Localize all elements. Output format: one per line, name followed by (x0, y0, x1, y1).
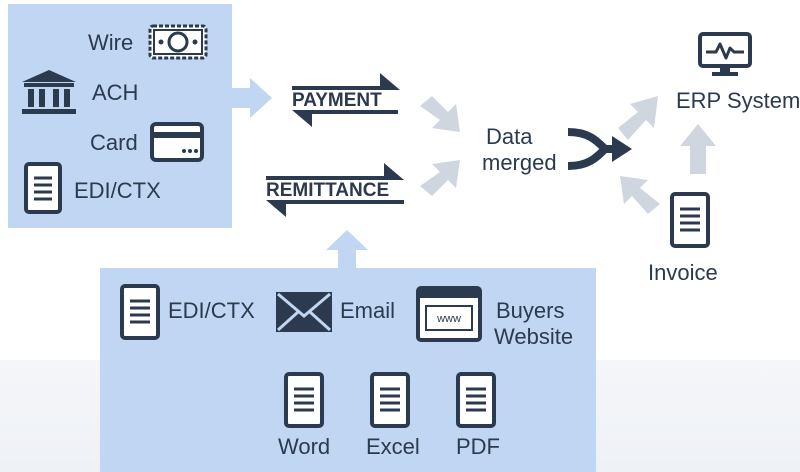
cash-icon (148, 24, 208, 60)
remittance-edi-ctx-label: EDI/CTX (168, 298, 255, 323)
data-merged-line2: merged (482, 150, 557, 175)
browser-icon: www (416, 286, 482, 342)
ach-label: ACH (92, 80, 139, 105)
payment-to-merge-arrow (420, 96, 460, 132)
word-label: Word (278, 434, 331, 459)
document-icon (24, 162, 62, 214)
payment-label: PAYMENT (292, 90, 382, 111)
invoice-label: Invoice (648, 260, 718, 285)
word-document-icon (284, 372, 324, 428)
bank-icon (22, 70, 76, 114)
panel-to-payment-arrow (232, 78, 272, 118)
monitor-icon (698, 32, 752, 76)
envelope-icon (276, 292, 332, 332)
invoice-document-icon (670, 192, 710, 248)
pdf-label: PDF (456, 434, 500, 459)
email-label: Email (340, 298, 396, 323)
invoice-to-merge-arrow (620, 176, 660, 214)
pdf-document-icon (456, 372, 496, 428)
website-label: Website (494, 324, 574, 349)
merge-arrowhead (612, 136, 632, 162)
buyers-label: Buyers (496, 298, 565, 323)
remittance-label: REMITTANCE (266, 180, 390, 201)
remittance-sources-panel (100, 268, 596, 472)
card-label: Card (90, 130, 138, 155)
edi-ctx-label: EDI/CTX (74, 178, 161, 203)
panel-to-remittance-arrow (326, 230, 368, 268)
data-merged-line1: Data (486, 124, 533, 149)
merge-to-erp-arrow (618, 96, 658, 140)
invoice-to-erp-arrow (680, 124, 716, 174)
excel-document-icon (370, 372, 410, 428)
www-text: www (436, 313, 461, 325)
payment-exchange-arrows (292, 73, 400, 127)
remittance-exchange-arrows (266, 163, 404, 217)
wire-label: Wire (88, 30, 134, 55)
erp-system-label: ERP System (676, 88, 800, 113)
credit-card-icon (150, 122, 204, 162)
remittance-to-merge-arrow (420, 160, 460, 196)
document-icon (120, 284, 160, 340)
excel-label: Excel (366, 434, 420, 459)
merge-symbol (567, 128, 616, 170)
